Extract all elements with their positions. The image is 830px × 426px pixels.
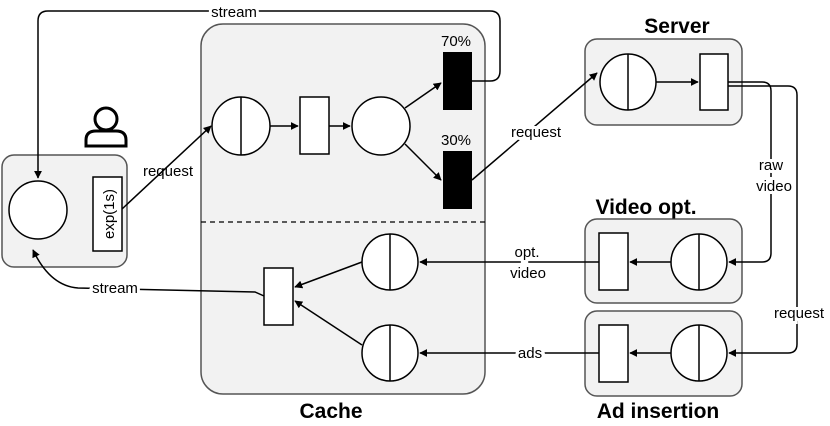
edge-label-request-ads: request: [774, 305, 825, 322]
edge-request-ads: [728, 85, 798, 357]
svg-text:video: video: [756, 178, 792, 195]
edge-label-opt: opt.: [514, 244, 539, 261]
svg-text:video: video: [510, 265, 546, 282]
edge-label-stream-bottom: stream: [92, 280, 138, 297]
edge-opt-video-to-merge: [294, 261, 363, 289]
cache-router-node: [351, 96, 411, 156]
svg-text:stream: stream: [211, 4, 257, 21]
svg-text:request: request: [511, 124, 562, 141]
svg-text:stream: stream: [92, 280, 138, 297]
video-opt-queue-node: [598, 232, 629, 291]
edge-router-to-miss: [404, 143, 442, 181]
cache-title: Cache: [299, 400, 362, 423]
user-icon: [84, 106, 128, 148]
ad-insertion-title: Ad insertion: [597, 400, 720, 423]
cache-box: [200, 23, 486, 395]
client-node: [8, 180, 68, 240]
edge-raw-video: [728, 81, 772, 266]
client-delay-node: [92, 176, 123, 252]
server-queue-node: [699, 53, 729, 111]
hit-queue-node: [443, 52, 472, 110]
edge-request-server: [471, 72, 598, 181]
edge-label-raw: raw: [759, 157, 783, 174]
cache-merge-node: [263, 267, 294, 326]
edge-label-request-client: request: [143, 163, 194, 180]
edge-label-request-server: request: [511, 124, 562, 141]
edge-router-to-hit: [404, 82, 442, 109]
video-opt-title: Video opt.: [595, 196, 696, 219]
edge-label-ads: ads: [518, 345, 542, 362]
miss-queue-node: [443, 151, 472, 209]
miss-probability-label: 30%: [441, 132, 471, 149]
svg-text:raw: raw: [759, 157, 783, 174]
svg-text:request: request: [774, 305, 825, 322]
edge-request-client: [121, 125, 212, 210]
edge-label-raw-video: video: [756, 178, 792, 195]
edge-label-opt-video: video: [510, 265, 546, 282]
client-delay-label: exp(1s): [101, 189, 118, 239]
svg-text:ads: ads: [518, 345, 542, 362]
ad-queue-node: [598, 324, 629, 383]
server-title: Server: [644, 15, 709, 38]
hit-probability-label: 70%: [441, 33, 471, 50]
svg-text:opt.: opt.: [514, 244, 539, 261]
edge-stream-bottom: [32, 249, 265, 297]
edge-ads-to-merge: [294, 300, 363, 346]
cache-queue-node: [299, 96, 330, 155]
edge-label-stream-top: stream: [211, 4, 257, 21]
edge-stream-top: [34, 10, 501, 179]
